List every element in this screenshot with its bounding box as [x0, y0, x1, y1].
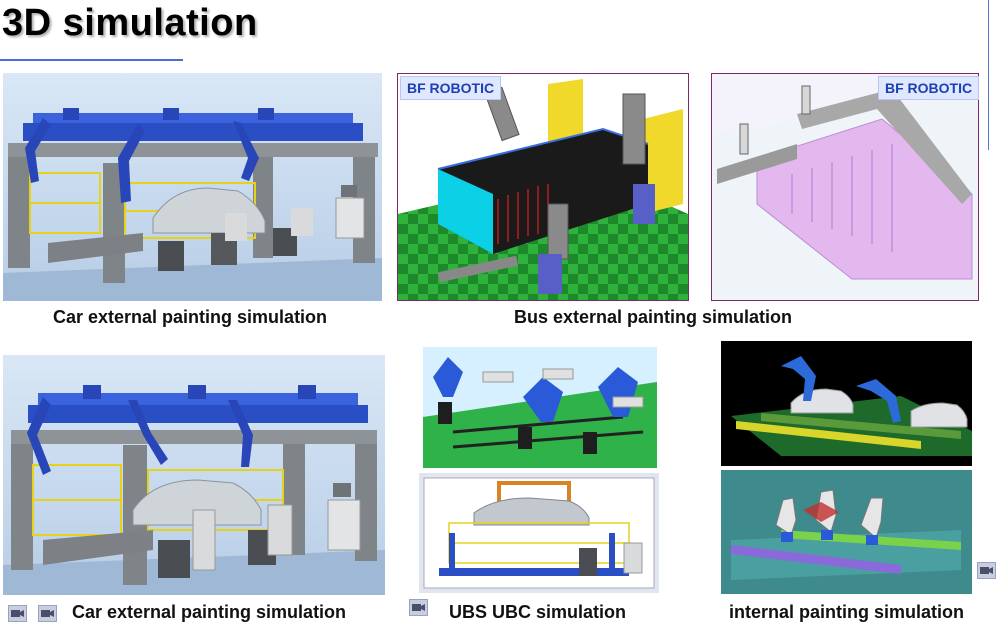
car-top-caption: Car external painting simulation: [53, 307, 328, 327]
title-underline: [0, 59, 183, 61]
internal-caption: internal painting simulation: [729, 602, 965, 622]
movie-icon[interactable]: [977, 562, 996, 579]
ubs-bottom-image: [419, 473, 659, 593]
right-edge-line: [988, 0, 989, 150]
movie-icon[interactable]: [38, 605, 57, 622]
internal-bottom-image: [721, 470, 972, 594]
ubs-caption: UBS UBC simulation: [449, 602, 627, 622]
movie-icon[interactable]: [8, 605, 27, 622]
bus-caption: Bus external painting simulation: [514, 307, 793, 327]
page-title: 3D simulation: [2, 2, 258, 44]
internal-top-image: [721, 341, 972, 466]
movie-icon[interactable]: [409, 599, 428, 616]
bus-right-image: [711, 73, 979, 301]
brand-label-left: BF ROBOTIC: [400, 76, 502, 100]
bus-left-image: [397, 73, 689, 301]
car-bottom-caption: Car external painting simulation: [72, 602, 347, 622]
brand-label-right: BF ROBOTIC: [878, 76, 980, 100]
car-top-image: [3, 73, 382, 301]
ubs-top-image: [423, 347, 657, 468]
car-bottom-image: [3, 355, 385, 595]
